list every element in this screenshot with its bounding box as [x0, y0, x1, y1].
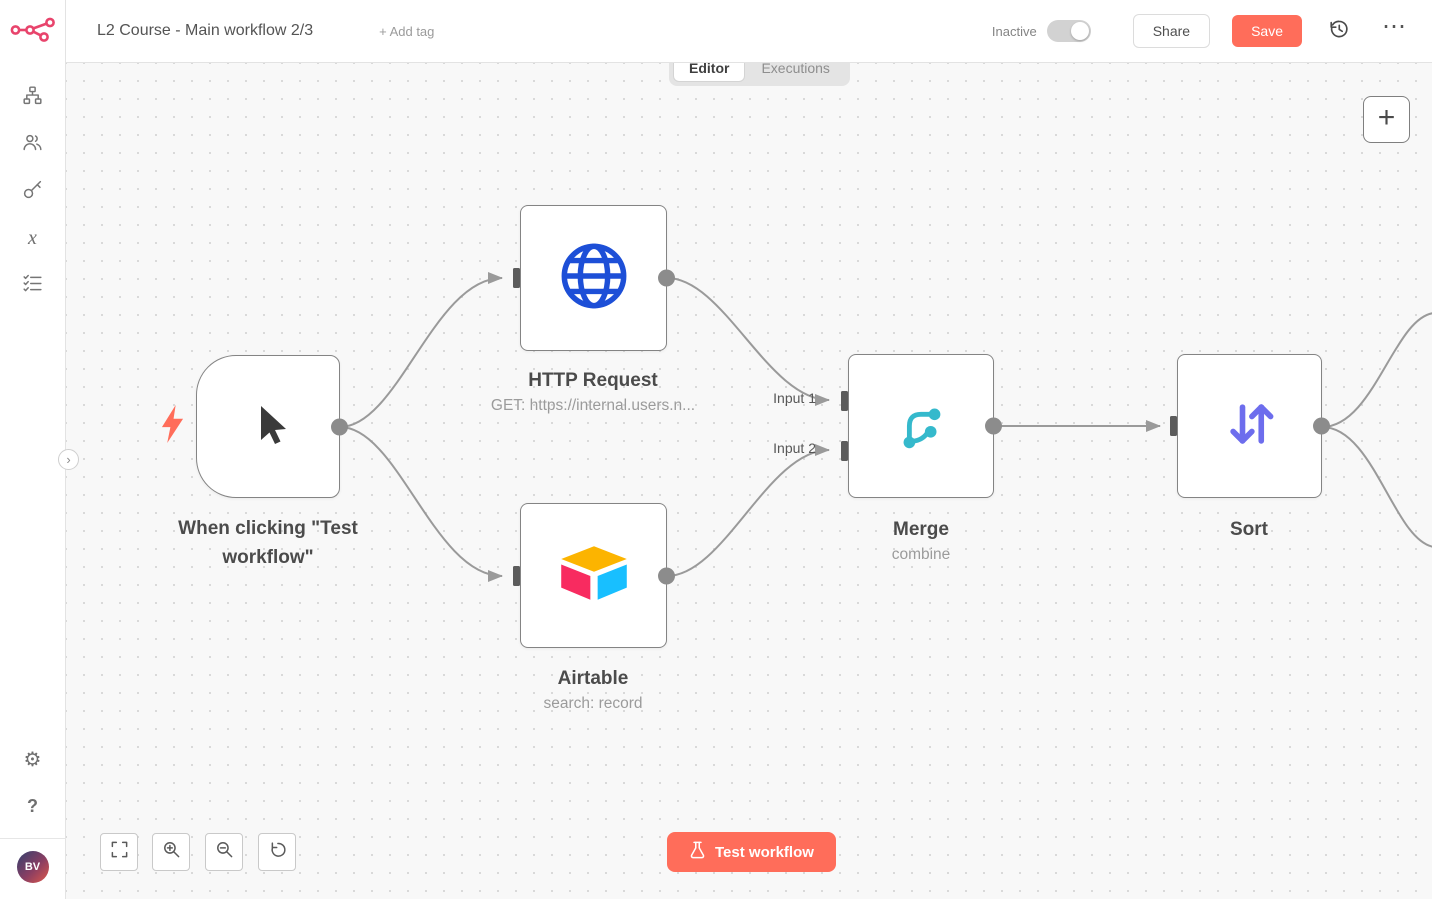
zoom-out-icon: [215, 840, 234, 864]
add-node-button[interactable]: +: [1363, 96, 1410, 143]
activation-toggle[interactable]: [1046, 20, 1091, 42]
history-button[interactable]: [1328, 18, 1350, 45]
workflow-canvas[interactable]: Editor Executions + When clicking "Test …: [66, 63, 1432, 899]
save-button[interactable]: Save: [1232, 15, 1302, 47]
n8n-logo-icon[interactable]: [10, 17, 56, 48]
workflow-title[interactable]: L2 Course - Main workflow 2/3: [97, 22, 314, 39]
sidebar-item-variables[interactable]: x: [0, 215, 66, 262]
input-endpoint[interactable]: [513, 565, 520, 586]
output-endpoint[interactable]: [331, 418, 348, 435]
users-icon: [22, 132, 43, 158]
gear-icon: ⚙: [23, 748, 42, 771]
share-button[interactable]: Share: [1132, 14, 1211, 48]
flask-icon: [689, 841, 706, 863]
key-icon: [22, 179, 43, 205]
more-options-button[interactable]: ⋯: [1382, 15, 1406, 40]
chevron-right-icon: ›: [66, 451, 71, 467]
zoom-out-button[interactable]: [205, 833, 243, 871]
merge-icon: [890, 393, 952, 460]
node-label-merge: Merge combine: [891, 519, 951, 563]
node-manual-trigger[interactable]: [196, 355, 348, 498]
zoom-in-button[interactable]: [152, 833, 190, 871]
reset-zoom-button[interactable]: [258, 833, 296, 871]
node-label-sort: Sort: [1230, 519, 1268, 540]
help-icon: ?: [27, 796, 38, 816]
cursor-icon: [242, 398, 294, 455]
tab-editor[interactable]: Editor: [673, 63, 746, 82]
activation-status-label: Inactive: [991, 23, 1037, 39]
test-workflow-label: Test workflow: [715, 843, 814, 861]
output-endpoint[interactable]: [1313, 417, 1330, 435]
sidebar-item-credentials[interactable]: [0, 168, 66, 215]
sidebar-item-templates[interactable]: [0, 121, 66, 168]
add-tag-button[interactable]: + Add tag: [379, 23, 435, 39]
toggle-knob: [1070, 22, 1089, 40]
output-endpoint[interactable]: [985, 417, 1002, 435]
node-airtable[interactable]: [513, 503, 675, 648]
fit-view-icon: [110, 840, 129, 864]
node-http-request[interactable]: [513, 205, 675, 351]
undo-icon: [268, 840, 287, 864]
tab-executions[interactable]: Executions: [761, 63, 830, 76]
node-merge[interactable]: [841, 354, 1002, 498]
input-endpoint-2[interactable]: [841, 441, 848, 461]
node-sort[interactable]: [1170, 354, 1330, 498]
globe-icon: [556, 238, 632, 319]
node-label-airtable: Airtable search: record: [543, 668, 643, 712]
node-label-trigger: When clicking "Test workflow": [178, 518, 358, 568]
airtable-icon: [554, 539, 634, 612]
merge-input1-label: Input 1: [773, 390, 816, 406]
sidebar-item-help[interactable]: ?: [0, 783, 66, 830]
history-icon: [1328, 18, 1350, 45]
sidebar-expander-button[interactable]: ›: [58, 449, 79, 470]
sidebar-item-workflows[interactable]: [0, 74, 66, 121]
checklist-icon: [22, 273, 43, 299]
output-endpoint[interactable]: [658, 567, 675, 584]
sidebar-item-executions[interactable]: [0, 262, 66, 309]
ellipsis-icon: ⋯: [1382, 13, 1406, 40]
fit-view-button[interactable]: [100, 833, 138, 871]
zoom-in-icon: [162, 840, 181, 864]
variables-icon: x: [28, 227, 37, 249]
node-label-http: HTTP Request GET: https://internal.users…: [490, 370, 696, 414]
sort-arrows-icon: [1220, 394, 1280, 459]
input-endpoint[interactable]: [513, 268, 520, 288]
sidebar-item-settings[interactable]: ⚙: [0, 736, 66, 783]
trigger-bolt-icon: [160, 405, 185, 448]
test-workflow-button[interactable]: Test workflow: [667, 832, 836, 872]
output-endpoint[interactable]: [658, 269, 675, 287]
input-endpoint[interactable]: [1170, 416, 1177, 436]
top-bar: L2 Course - Main workflow 2/3 + Add tag …: [66, 0, 1432, 63]
editor-executions-tabs: Editor Executions: [669, 63, 850, 86]
connection-sort-out-top: [1321, 312, 1432, 428]
avatar[interactable]: BV: [16, 851, 49, 883]
sidebar: x ⚙ ? BV: [0, 0, 66, 899]
merge-input2-label: Input 2: [773, 440, 816, 456]
avatar-section: BV: [0, 838, 66, 899]
input-endpoint-1[interactable]: [841, 391, 848, 411]
sitemap-icon: [22, 85, 43, 111]
